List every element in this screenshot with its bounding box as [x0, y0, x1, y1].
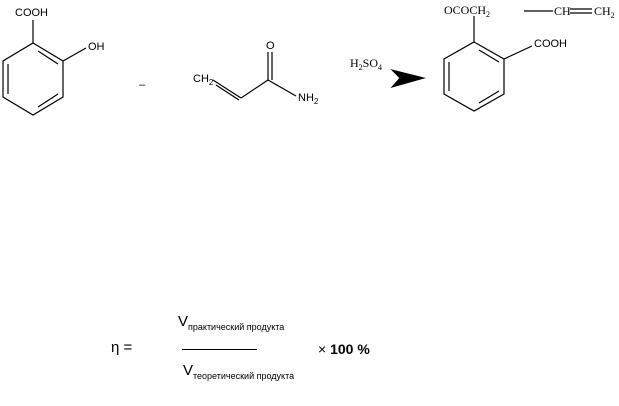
formula-denominator: Vтеоретический продукта [183, 362, 294, 381]
formula-numerator: Vпрактический продукта [178, 313, 284, 332]
denominator-subscript: теоретический продукта [193, 371, 295, 381]
chain-ch-label: CH [554, 4, 571, 18]
fraction-bar [182, 349, 257, 350]
denominator-v: V [183, 362, 194, 379]
cooh-bond [503, 45, 533, 60]
salicylic-acid-structure: COOH OH [2, 7, 105, 116]
product-cooh-label: COOH [534, 38, 567, 50]
product-structure: OCOCH2 CH CH2 COOH [443, 3, 615, 112]
times-sign: × [318, 341, 327, 357]
numerator-subscript: практический продукта [188, 322, 285, 332]
multiplier: × 100 % [318, 341, 370, 357]
numerator-v: V [178, 313, 189, 330]
ester-label: OCOCH2 [444, 3, 490, 19]
oxygen-label: O [266, 40, 275, 52]
percent-value: 100 % [330, 341, 370, 357]
plus-sign: – [139, 79, 146, 91]
ch2-label: CH2 [193, 73, 214, 87]
acrylamide-structure: CH2 O NH2 [193, 40, 319, 106]
reaction-arrow [390, 69, 426, 88]
cooh-label: COOH [15, 7, 48, 19]
oh-bond [62, 47, 87, 62]
catalyst-label: H2SO4 [350, 56, 382, 72]
eta-symbol: η = [111, 339, 133, 356]
oh-label: OH [88, 41, 105, 53]
chain-ch2-label: CH2 [594, 4, 615, 20]
nh2-label: NH2 [298, 92, 319, 106]
